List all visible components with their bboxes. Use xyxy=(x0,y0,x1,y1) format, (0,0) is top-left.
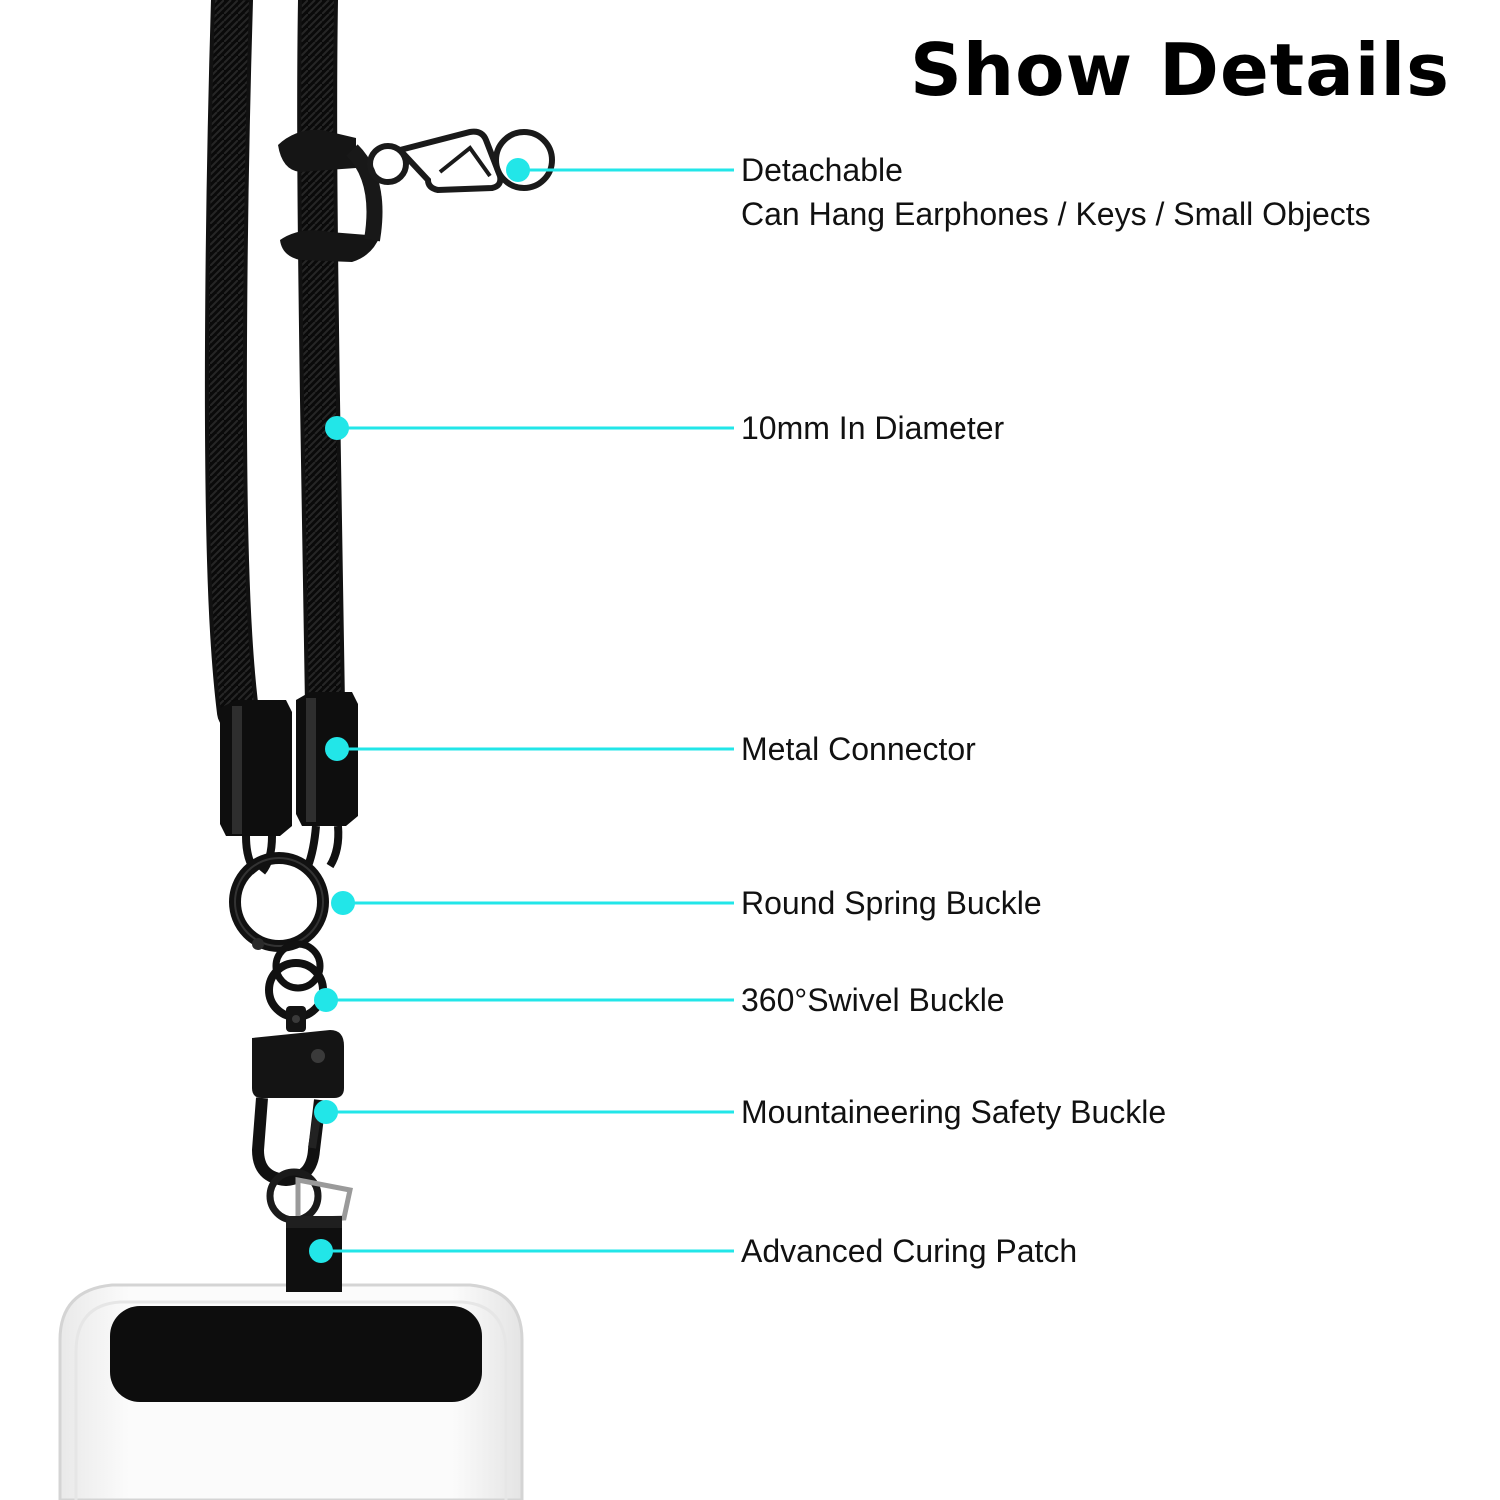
detachable-clip xyxy=(278,128,555,262)
callout-detachable: Detachable Can Hang Earphones / Keys / S… xyxy=(741,148,1371,236)
callout-curing-patch: Advanced Curing Patch xyxy=(741,1229,1077,1273)
metal-connectors xyxy=(220,692,358,875)
page-title: Show Details xyxy=(910,28,1450,112)
callout-label: Mountaineering Safety Buckle xyxy=(741,1094,1167,1130)
callout-dot xyxy=(314,1100,338,1124)
callout-label: Metal Connector xyxy=(741,731,976,767)
callout-dot xyxy=(314,988,338,1012)
right-cord xyxy=(297,0,345,725)
callout-dot xyxy=(309,1239,333,1263)
callout-swivel-buckle: 360°Swivel Buckle xyxy=(741,978,1005,1022)
callout-label: 10mm In Diameter xyxy=(741,410,1005,446)
lower-ring xyxy=(266,1168,353,1224)
callout-dot xyxy=(331,891,355,915)
callout-dot xyxy=(325,737,349,761)
callout-label: 360°Swivel Buckle xyxy=(741,982,1005,1018)
callout-dot xyxy=(325,416,349,440)
left-cord xyxy=(204,0,259,733)
callout-label: Advanced Curing Patch xyxy=(741,1233,1078,1269)
callout-label: Round Spring Buckle xyxy=(741,885,1042,921)
callout-label: Detachable xyxy=(741,152,903,188)
round-spring-buckle xyxy=(229,852,329,952)
callout-diameter: 10mm In Diameter xyxy=(741,406,1004,450)
callout-metal-connector: Metal Connector xyxy=(741,727,976,771)
callout-round-spring-buckle: Round Spring Buckle xyxy=(741,881,1042,925)
callout-leaders xyxy=(309,158,734,1263)
callout-sublabel: Can Hang Earphones / Keys / Small Object… xyxy=(741,196,1371,232)
phone-case xyxy=(58,1283,524,1500)
callout-mountaineering-buckle: Mountaineering Safety Buckle xyxy=(741,1090,1166,1134)
callout-dot xyxy=(506,158,530,182)
swivel-buckle xyxy=(265,940,327,1032)
curing-patch-pad xyxy=(110,1306,482,1402)
